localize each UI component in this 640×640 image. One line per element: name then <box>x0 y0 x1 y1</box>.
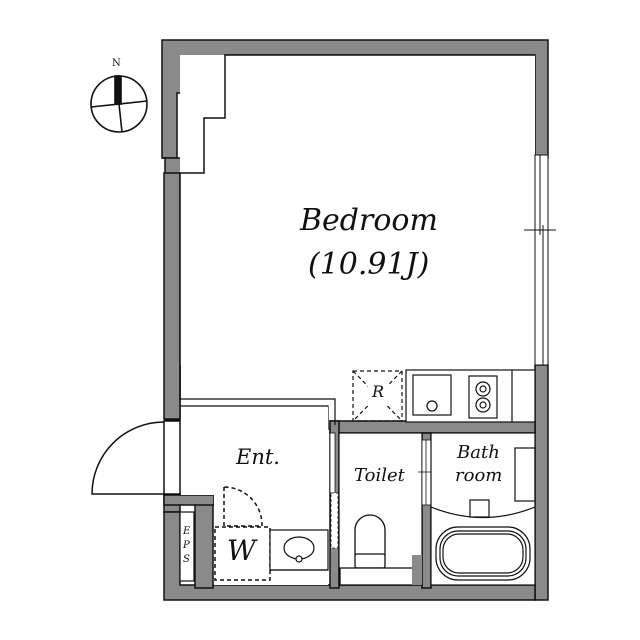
eps-label-p: P <box>183 540 190 551</box>
washbasin <box>269 529 329 571</box>
compass-icon <box>90 75 148 133</box>
toilet-fixture <box>339 514 414 586</box>
bath-label-line1: Bath <box>457 442 500 463</box>
window-right <box>524 154 556 366</box>
eps-label-e: E <box>183 526 191 537</box>
refrigerator-label: R <box>372 382 385 401</box>
closet-label: W <box>227 534 256 567</box>
bath-label-line2: room <box>455 465 503 486</box>
entrance-label: Ent. <box>236 445 280 469</box>
bedroom-label: Bedroom <box>300 203 438 238</box>
closet <box>214 486 271 581</box>
compass-north-label: N <box>112 58 121 69</box>
entry-door <box>91 420 181 495</box>
eps-label-s: S <box>183 554 190 565</box>
kitchen-counter <box>405 369 536 423</box>
bedroom-area: (10.91J) <box>308 247 430 282</box>
bathtub <box>430 447 536 581</box>
toilet-label: Toilet <box>354 465 405 486</box>
